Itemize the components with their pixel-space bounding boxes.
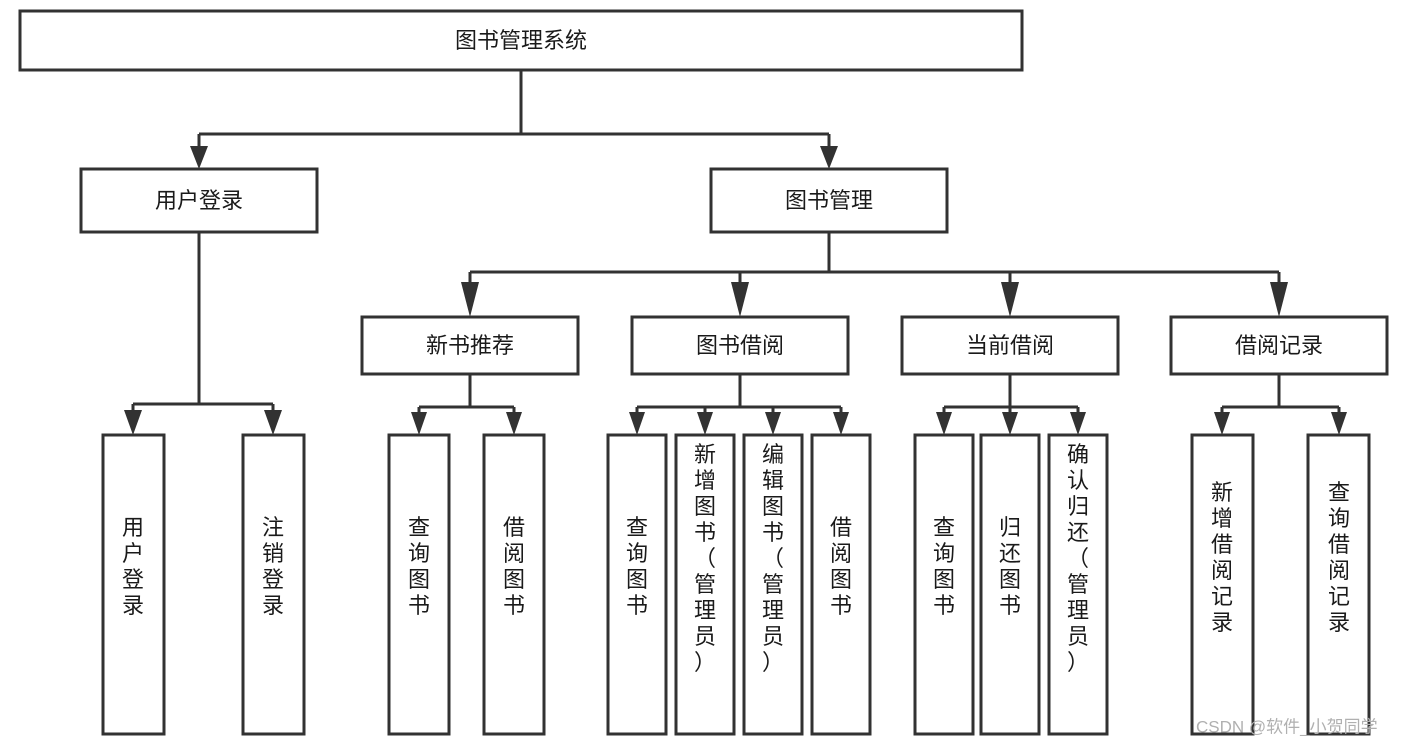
- node-leaf-user-login-box[interactable]: [101, 433, 166, 736]
- node-current-borrow-box[interactable]: [900, 315, 1120, 376]
- node-leaf-borrow-book-1-box[interactable]: [482, 433, 546, 736]
- node-leaf-add-book-label: 新增图书（管理员）: [694, 442, 716, 675]
- arrow-leaf-query-book-2: [629, 412, 645, 435]
- arrow-leaf-add-book: [697, 412, 713, 435]
- node-book-management-label: 图书管理: [785, 188, 873, 213]
- arrow-leaf-user-login: [124, 410, 142, 435]
- arrow-leaf-return-book: [1002, 412, 1018, 435]
- arrow-to-borrow-record: [1270, 282, 1288, 317]
- node-new-book-recommend-label: 新书推荐: [426, 333, 514, 358]
- node-root-label: 图书管理系统: [455, 28, 587, 53]
- node-book-borrow-box[interactable]: [630, 315, 850, 376]
- node-book-management-box[interactable]: [709, 167, 949, 234]
- arrow-leaf-add-record: [1214, 412, 1230, 435]
- node-leaf-borrow-book-2-box[interactable]: [810, 433, 872, 736]
- node-leaf-query-record-label: 查询借阅记录: [1328, 480, 1350, 635]
- arrow-leaf-confirm-return: [1070, 412, 1086, 435]
- node-leaf-logout-login[interactable]: 注销登录: [241, 433, 306, 736]
- node-new-book-recommend-box[interactable]: [360, 315, 580, 376]
- node-leaf-borrow-book-2[interactable]: 借阅图书: [810, 433, 872, 736]
- node-new-book-recommend[interactable]: 新书推荐: [360, 315, 580, 376]
- node-leaf-query-record[interactable]: 查询借阅记录: [1306, 433, 1371, 736]
- node-leaf-query-book-2-label: 查询图书: [626, 515, 648, 618]
- node-leaf-borrow-book-1[interactable]: 借阅图书: [482, 433, 546, 736]
- node-leaf-query-book-3-label: 查询图书: [933, 515, 955, 618]
- arrow-leaf-edit-book: [765, 412, 781, 435]
- arrow-to-book-borrow: [731, 282, 749, 317]
- node-leaf-user-login-label: 用户登录: [122, 515, 144, 618]
- node-leaf-add-book[interactable]: 新增图书（管理员）: [674, 433, 736, 736]
- arrow-leaf-query-book-3: [936, 412, 952, 435]
- node-borrow-record-box[interactable]: [1169, 315, 1389, 376]
- node-leaf-user-login[interactable]: 用户登录: [101, 433, 166, 736]
- node-leaf-return-book-label: 归还图书: [999, 515, 1021, 618]
- node-user-login-box[interactable]: [79, 167, 319, 234]
- node-leaf-query-book-1[interactable]: 查询图书: [387, 433, 451, 736]
- node-leaf-edit-book-label: 编辑图书（管理员）: [762, 442, 784, 675]
- node-leaf-query-record-box[interactable]: [1306, 433, 1371, 736]
- node-leaf-query-book-1-label: 查询图书: [408, 515, 430, 618]
- connector-layer: [124, 70, 1347, 435]
- leaf-layer: 用户登录 注销登录 查询图书 借阅图书 查询图书 新增图书（管理员）: [101, 433, 1371, 736]
- arrow-leaf-logout-login: [264, 410, 282, 435]
- node-root-box[interactable]: [18, 9, 1024, 72]
- node-leaf-confirm-return-box[interactable]: [1047, 433, 1109, 736]
- node-borrow-record[interactable]: 借阅记录: [1169, 315, 1389, 376]
- arrow-leaf-borrow-book-1: [506, 412, 522, 435]
- node-leaf-return-book[interactable]: 归还图书: [979, 433, 1041, 736]
- arrow-to-current-borrow: [1001, 282, 1019, 317]
- node-leaf-query-book-1-box[interactable]: [387, 433, 451, 736]
- node-leaf-edit-book[interactable]: 编辑图书（管理员）: [742, 433, 804, 736]
- node-leaf-borrow-book-2-label: 借阅图书: [830, 515, 852, 618]
- node-leaf-query-book-3-box[interactable]: [913, 433, 975, 736]
- arrow-leaf-query-record: [1331, 412, 1347, 435]
- node-leaf-add-record[interactable]: 新增借阅记录: [1190, 433, 1255, 736]
- node-book-management[interactable]: 图书管理: [709, 167, 949, 234]
- node-leaf-query-book-3[interactable]: 查询图书: [913, 433, 975, 736]
- node-root[interactable]: 图书管理系统: [18, 9, 1024, 72]
- watermark-label: CSDN @软件_小贺同学: [1196, 717, 1378, 736]
- arrow-leaf-borrow-book-2: [833, 412, 849, 435]
- node-leaf-logout-login-label: 注销登录: [262, 515, 284, 618]
- node-borrow-record-label: 借阅记录: [1235, 333, 1323, 358]
- node-leaf-add-record-box[interactable]: [1190, 433, 1255, 736]
- node-leaf-confirm-return[interactable]: 确认归还（管理员）: [1047, 433, 1109, 736]
- node-leaf-edit-book-box[interactable]: [742, 433, 804, 736]
- node-user-login-label: 用户登录: [155, 188, 243, 213]
- node-leaf-confirm-return-label: 确认归还（管理员）: [1067, 442, 1089, 675]
- node-leaf-add-record-label: 新增借阅记录: [1211, 480, 1233, 635]
- node-leaf-query-book-2-box[interactable]: [606, 433, 668, 736]
- node-leaf-logout-login-box[interactable]: [241, 433, 306, 736]
- arrow-leaf-query-book-1: [411, 412, 427, 435]
- node-leaf-query-book-2[interactable]: 查询图书: [606, 433, 668, 736]
- arrow-to-user-login: [190, 146, 208, 169]
- node-leaf-add-book-box[interactable]: [674, 433, 736, 736]
- node-book-borrow[interactable]: 图书借阅: [630, 315, 850, 376]
- node-leaf-borrow-book-1-label: 借阅图书: [503, 515, 525, 618]
- arrow-to-book-management: [820, 146, 838, 169]
- node-book-borrow-label: 图书借阅: [696, 333, 784, 358]
- arrow-to-new-book-recommend: [461, 282, 479, 317]
- node-user-login[interactable]: 用户登录: [79, 167, 319, 234]
- node-current-borrow-label: 当前借阅: [966, 333, 1054, 358]
- node-leaf-return-book-box[interactable]: [979, 433, 1041, 736]
- node-current-borrow[interactable]: 当前借阅: [900, 315, 1120, 376]
